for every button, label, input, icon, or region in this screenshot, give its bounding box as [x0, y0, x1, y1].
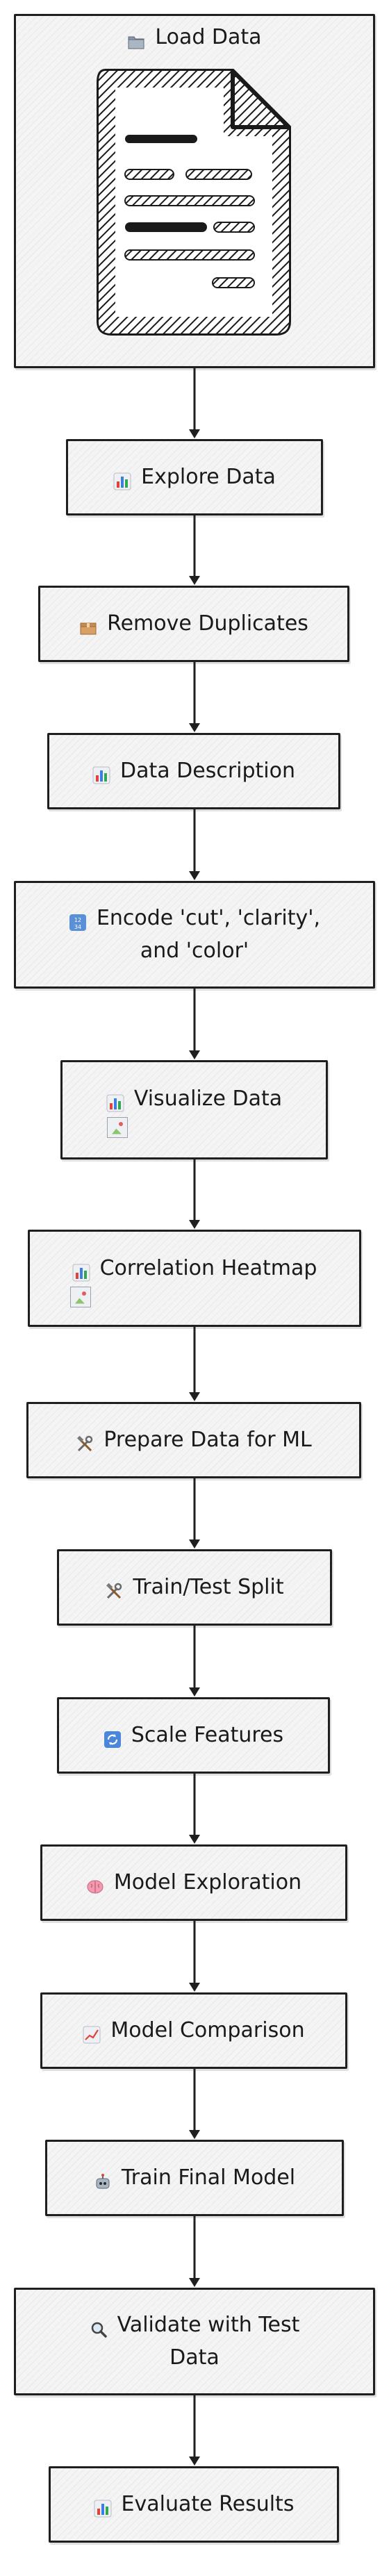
step-explore-data[interactable]: Explore Data	[66, 439, 323, 515]
svg-text:34: 34	[74, 924, 81, 930]
step-label-line: Validate with Test	[117, 2313, 300, 2337]
arrow	[189, 515, 200, 585]
step-visualize-data[interactable]: Visualize Data	[60, 1060, 328, 1159]
step-label-row: Explore Data	[101, 461, 288, 494]
arrow	[189, 368, 200, 438]
broken-image-icon	[107, 1116, 128, 1138]
arrow	[189, 1327, 200, 1401]
arrow	[189, 809, 200, 880]
step-model-comparison[interactable]: Model Comparison	[40, 1992, 347, 2069]
step-prepare-data[interactable]: Prepare Data for ML	[26, 1402, 361, 1478]
step-label: Scale Features	[131, 1722, 284, 1747]
arrow	[189, 1478, 200, 1549]
step-label: Visualize Data	[133, 1087, 283, 1111]
robot-icon	[94, 2169, 112, 2189]
arrow	[189, 1774, 200, 1844]
step-label: Load Data	[155, 25, 262, 49]
hammer-wrench-icon	[105, 1578, 123, 1599]
step-label-row: Prepare Data for ML	[63, 1424, 324, 1457]
step-label-row: Data Description	[80, 755, 308, 788]
step-label-row: Model Exploration	[74, 1867, 314, 1899]
brain-icon	[86, 1874, 104, 1894]
bar-chart-icon	[94, 2495, 112, 2518]
step-label: Model Comparison	[110, 2017, 305, 2042]
broken-image-icon	[70, 1286, 91, 1307]
bar-chart-icon	[106, 1090, 124, 1112]
package-icon	[79, 615, 97, 635]
step-data-description[interactable]: Data Description	[47, 733, 340, 809]
arrow	[189, 2395, 200, 2466]
arrow	[189, 662, 200, 732]
step-label: Evaluate Results	[121, 2491, 295, 2516]
magnifier-icon	[90, 2316, 108, 2338]
step-label: Explore Data	[141, 464, 276, 489]
arrow	[189, 2216, 200, 2287]
step-label-first-line: Validate with Test	[90, 2309, 300, 2342]
step-label: Data Description	[119, 758, 296, 783]
step-label: Prepare Data for ML	[104, 1427, 312, 1452]
step-label-row: Scale Features	[91, 1719, 296, 1752]
step-label-row: Model Comparison	[70, 2015, 317, 2047]
bar-chart-icon	[72, 1260, 90, 1282]
bar-chart-icon	[92, 762, 110, 784]
step-label: Model Exploration	[113, 1869, 302, 1894]
step-label-row: Remove Duplicates	[67, 608, 321, 641]
step-label: Train Final Model	[121, 2165, 296, 2190]
step-train-test-split[interactable]: Train/Test Split	[57, 1549, 332, 1626]
line-chart-icon	[83, 2022, 101, 2044]
step-label: Correlation Heatmap	[99, 1256, 317, 1280]
step-label-row: Train/Test Split	[92, 1571, 296, 1604]
step-label-line: and 'color'	[140, 938, 249, 963]
arrow	[189, 1626, 200, 1696]
step-model-exploration[interactable]: Model Exploration	[40, 1844, 347, 1921]
step-scale-features[interactable]: Scale Features	[57, 1697, 330, 1774]
step-load-data[interactable]: Load Data	[14, 14, 375, 368]
bar-chart-icon	[113, 468, 131, 490]
step-label-row: Correlation Heatmap	[60, 1253, 330, 1285]
step-train-final-model[interactable]: Train Final Model	[45, 2140, 344, 2216]
step-evaluate-results[interactable]: Evaluate Results	[49, 2466, 339, 2543]
step-remove-duplicates[interactable]: Remove Duplicates	[38, 586, 349, 662]
hammer-wrench-icon	[76, 1431, 94, 1452]
folder-icon	[127, 28, 145, 49]
step-label-row: Train Final Model	[81, 2162, 308, 2195]
document-icon	[90, 61, 299, 349]
step-label: Remove Duplicates	[107, 611, 308, 636]
step-label-row: Visualize Data	[94, 1083, 295, 1116]
step-label-line: Data	[169, 2345, 220, 2370]
arrow	[189, 1921, 200, 1992]
arrow	[189, 2069, 200, 2139]
step-correlation-heatmap[interactable]: Correlation Heatmap	[28, 1230, 361, 1327]
step-label-row: Load Data	[115, 22, 274, 54]
svg-text:12: 12	[74, 917, 81, 923]
arrow	[189, 989, 200, 1059]
step-label-line: Encode 'cut', 'clarity',	[96, 906, 321, 930]
step-label-row: Evaluate Results	[81, 2488, 307, 2521]
refresh-icon	[104, 1726, 122, 1748]
step-label: Train/Test Split	[133, 1574, 284, 1599]
arrow	[189, 1159, 200, 1229]
